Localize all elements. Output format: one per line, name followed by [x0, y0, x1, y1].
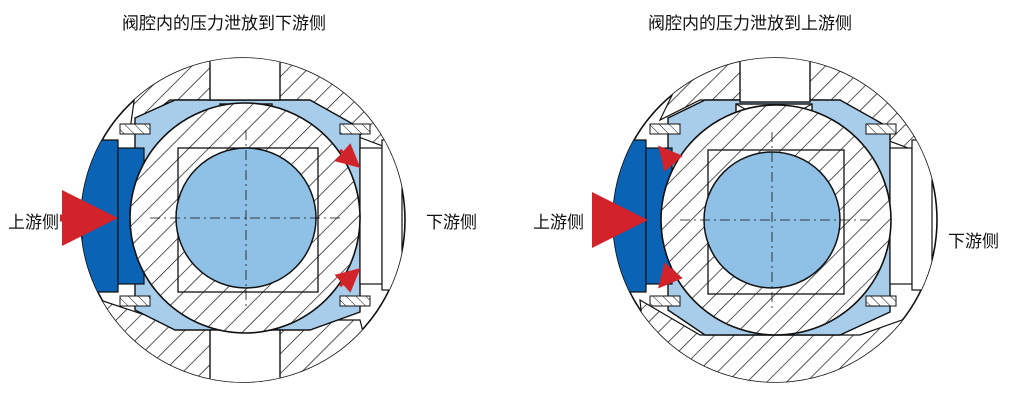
left-valve-section	[60, 57, 406, 383]
panel-1-upstream-label: 上游侧	[8, 213, 59, 232]
right-valve-section	[592, 57, 938, 383]
panel-2-downstream-label: 下游侧	[948, 232, 999, 251]
panel-1-downstream-label: 下游侧	[426, 213, 477, 232]
panel-2-relief-arrow-top	[658, 145, 683, 172]
panel-2-upstream-label: 上游侧	[533, 213, 584, 232]
panel-2-title: 阀腔内的压力泄放到上游侧	[648, 14, 852, 33]
panel-2-relief-arrow-bottom	[658, 262, 683, 289]
panel-1-title: 阀腔内的压力泄放到下游侧	[122, 14, 326, 33]
panel-1-relief-arrow-bottom	[334, 268, 361, 293]
panel-1-relief-arrow-top	[334, 143, 361, 168]
